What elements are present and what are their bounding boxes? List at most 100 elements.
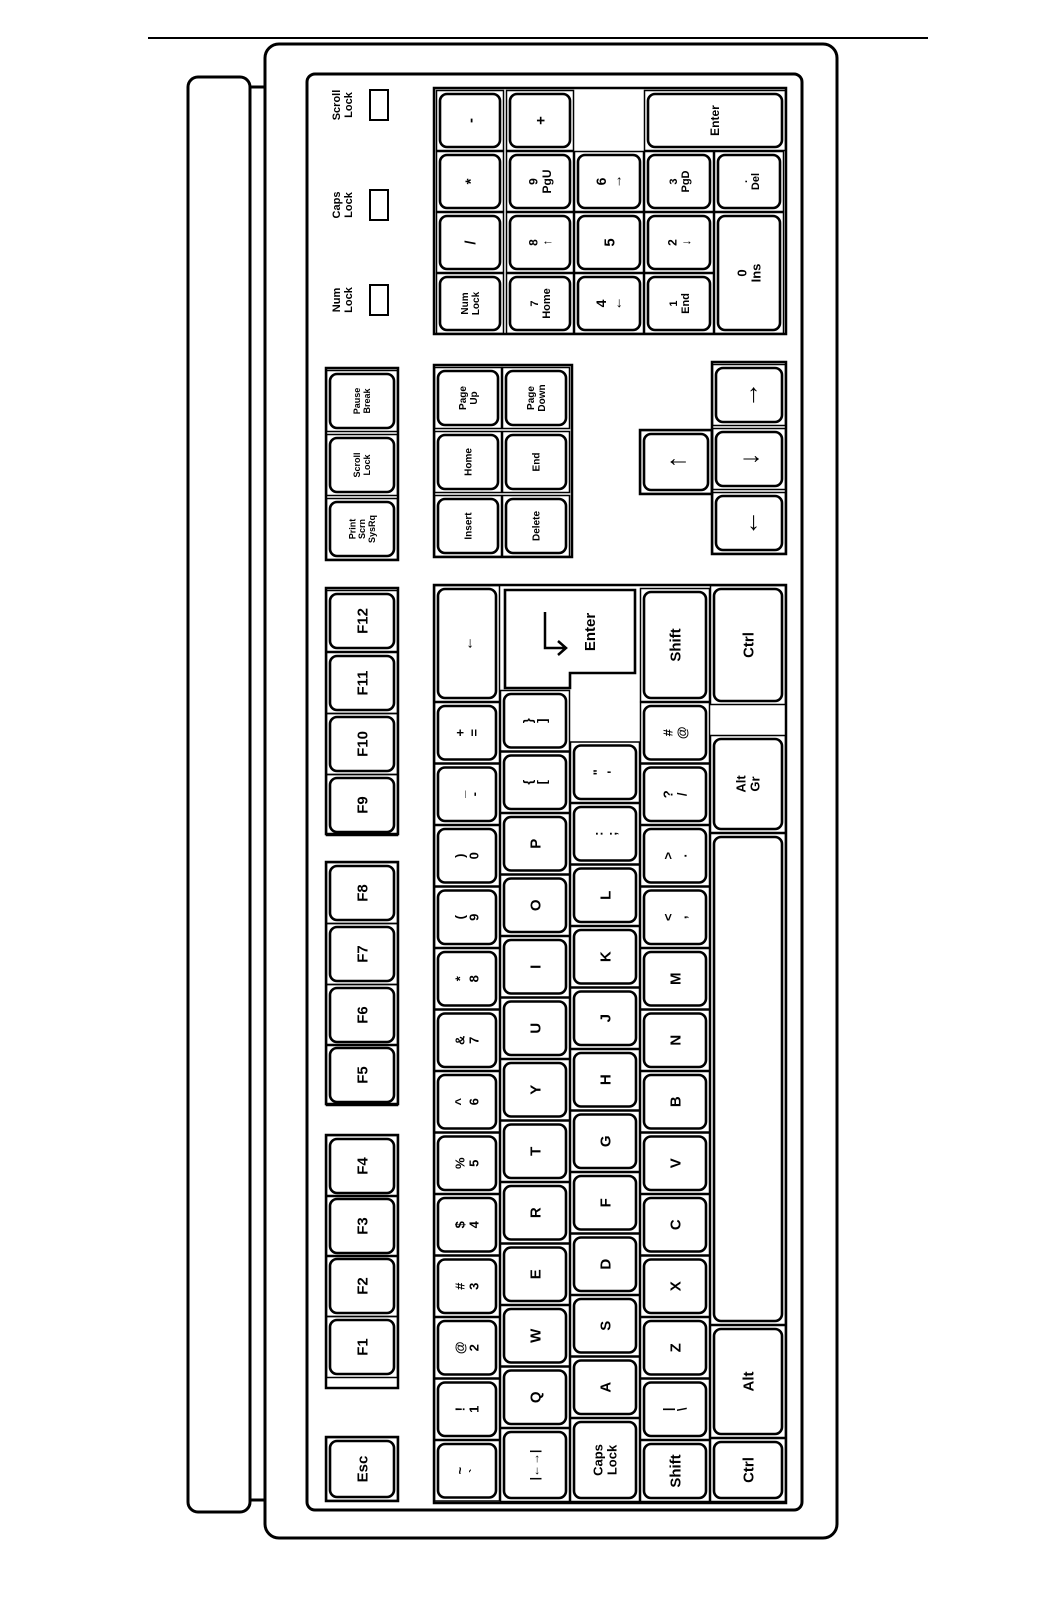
key-2[interactable]: @2 [433, 1316, 501, 1379]
key-f11[interactable]: F11 [325, 651, 399, 715]
key-6[interactable]: 6→ [573, 150, 645, 213]
key-r[interactable]: R [499, 1181, 571, 1244]
key-k[interactable]: K [569, 925, 641, 988]
key-hash[interactable]: #@ [639, 701, 711, 764]
key-w[interactable]: W [499, 1304, 571, 1367]
key-f7[interactable]: F7 [325, 922, 399, 986]
key-q[interactable]: Q [499, 1366, 571, 1429]
key-backspace[interactable]: ← [433, 584, 501, 703]
key-8[interactable]: *8 [433, 947, 501, 1010]
key-home[interactable]: Home [433, 430, 503, 494]
key-f8[interactable]: F8 [325, 861, 399, 925]
key-o[interactable]: O [499, 874, 571, 937]
key-backslash[interactable]: |\ [639, 1378, 711, 1441]
key-f10[interactable]: F10 [325, 712, 399, 776]
key-tilde[interactable]: ~` [433, 1439, 501, 1502]
key-num-lock[interactable]: NumLock [435, 272, 505, 335]
key-x[interactable]: X [639, 1255, 711, 1318]
key-f2[interactable]: F2 [325, 1254, 399, 1318]
key-multiply[interactable]: * [435, 150, 505, 213]
key-slash[interactable]: ?/ [639, 763, 711, 826]
key-5[interactable]: 5 [573, 211, 645, 274]
key-scroll-lock[interactable]: ScrollLock [325, 433, 399, 497]
key-delete[interactable]: Delete [501, 494, 571, 558]
key-f1[interactable]: F1 [325, 1315, 399, 1379]
key-g[interactable]: G [569, 1110, 641, 1173]
key-up[interactable]: ↑ [639, 429, 713, 495]
key-left[interactable]: ← [711, 491, 787, 555]
key-esc[interactable]: Esc [325, 1436, 399, 1502]
key-f12[interactable]: F12 [325, 589, 399, 653]
key-i[interactable]: I [499, 935, 571, 998]
key-7[interactable]: &7 [433, 1009, 501, 1072]
key-t[interactable]: T [499, 1120, 571, 1183]
key-z[interactable]: Z [639, 1316, 711, 1379]
key-plus[interactable]: + [505, 89, 575, 152]
key-divide[interactable]: / [435, 211, 505, 274]
key-f4[interactable]: F4 [325, 1134, 399, 1198]
key-n[interactable]: N [639, 1009, 711, 1072]
key-f9[interactable]: F9 [325, 773, 399, 837]
key-3[interactable]: #3 [433, 1255, 501, 1318]
key-h[interactable]: H [569, 1048, 641, 1111]
key-insert[interactable]: Insert [433, 494, 503, 558]
key-f3[interactable]: F3 [325, 1194, 399, 1258]
key-7[interactable]: 7Home [505, 272, 575, 335]
key-equals[interactable]: += [433, 701, 501, 764]
key-9[interactable]: (9 [433, 886, 501, 949]
key-rctrl[interactable]: Ctrl [709, 584, 787, 706]
key-altgr[interactable]: AltGr [709, 734, 787, 834]
key-a[interactable]: A [569, 1356, 641, 1419]
key-j[interactable]: J [569, 987, 641, 1050]
key-print-screen[interactable]: PrintScrnSysRq [325, 497, 399, 561]
key-e[interactable]: E [499, 1243, 571, 1306]
key-4[interactable]: 4← [573, 272, 645, 335]
key-9[interactable]: 9PgU [505, 150, 575, 213]
key-lbracket[interactable]: {[ [499, 751, 571, 814]
key-caps-lock[interactable]: CapsLock [569, 1417, 641, 1503]
key-period[interactable]: >. [639, 824, 711, 887]
key-0[interactable]: 0Ins [713, 211, 785, 335]
key-b[interactable]: B [639, 1070, 711, 1133]
key-alt[interactable]: Alt [709, 1324, 787, 1439]
key-down[interactable]: ↓ [711, 427, 787, 491]
key-6[interactable]: ^6 [433, 1070, 501, 1133]
key-rshift[interactable]: Shift [639, 587, 711, 703]
key-d[interactable]: D [569, 1233, 641, 1296]
key-2[interactable]: 2↓ [643, 211, 715, 274]
key-f5[interactable]: F5 [325, 1043, 399, 1107]
key-l[interactable]: L [569, 864, 641, 927]
key-enter[interactable]: Enter [503, 588, 637, 690]
key-space[interactable] [709, 832, 787, 1326]
key-f[interactable]: F [569, 1171, 641, 1234]
key-m[interactable]: M [639, 947, 711, 1010]
key-lctrl[interactable]: Ctrl [709, 1437, 787, 1503]
key-page-up[interactable]: PageUp [433, 366, 503, 430]
key-end[interactable]: End [501, 430, 571, 494]
key-f6[interactable]: F6 [325, 983, 399, 1047]
key-quote[interactable]: "' [569, 741, 641, 804]
key-lshift[interactable]: Shift [639, 1439, 711, 1503]
key-pause[interactable]: PauseBreak [325, 369, 399, 433]
key-comma[interactable]: <, [639, 886, 711, 949]
key-right[interactable]: → [711, 363, 787, 427]
key-rbracket[interactable]: }] [499, 689, 571, 752]
key-8[interactable]: 8↑ [505, 211, 575, 274]
key-0[interactable]: )0 [433, 824, 501, 887]
key-p[interactable]: P [499, 812, 571, 875]
key-tab[interactable]: |←→| [499, 1427, 571, 1503]
key-minus[interactable]: - [435, 89, 505, 152]
key-u[interactable]: U [499, 997, 571, 1060]
key-semicolon[interactable]: :; [569, 802, 641, 865]
key-enter[interactable]: Enter [643, 89, 787, 152]
key-v[interactable]: V [639, 1132, 711, 1195]
key-c[interactable]: C [639, 1193, 711, 1256]
key-3[interactable]: 3PgD [643, 150, 715, 213]
key-1[interactable]: 1End [643, 272, 715, 335]
key-page-down[interactable]: PageDown [501, 366, 571, 430]
key-4[interactable]: $4 [433, 1193, 501, 1256]
key-5[interactable]: %5 [433, 1132, 501, 1195]
key-minus[interactable]: _- [433, 763, 501, 826]
key-1[interactable]: !1 [433, 1378, 501, 1441]
key-decimal[interactable]: .Del [713, 150, 785, 213]
